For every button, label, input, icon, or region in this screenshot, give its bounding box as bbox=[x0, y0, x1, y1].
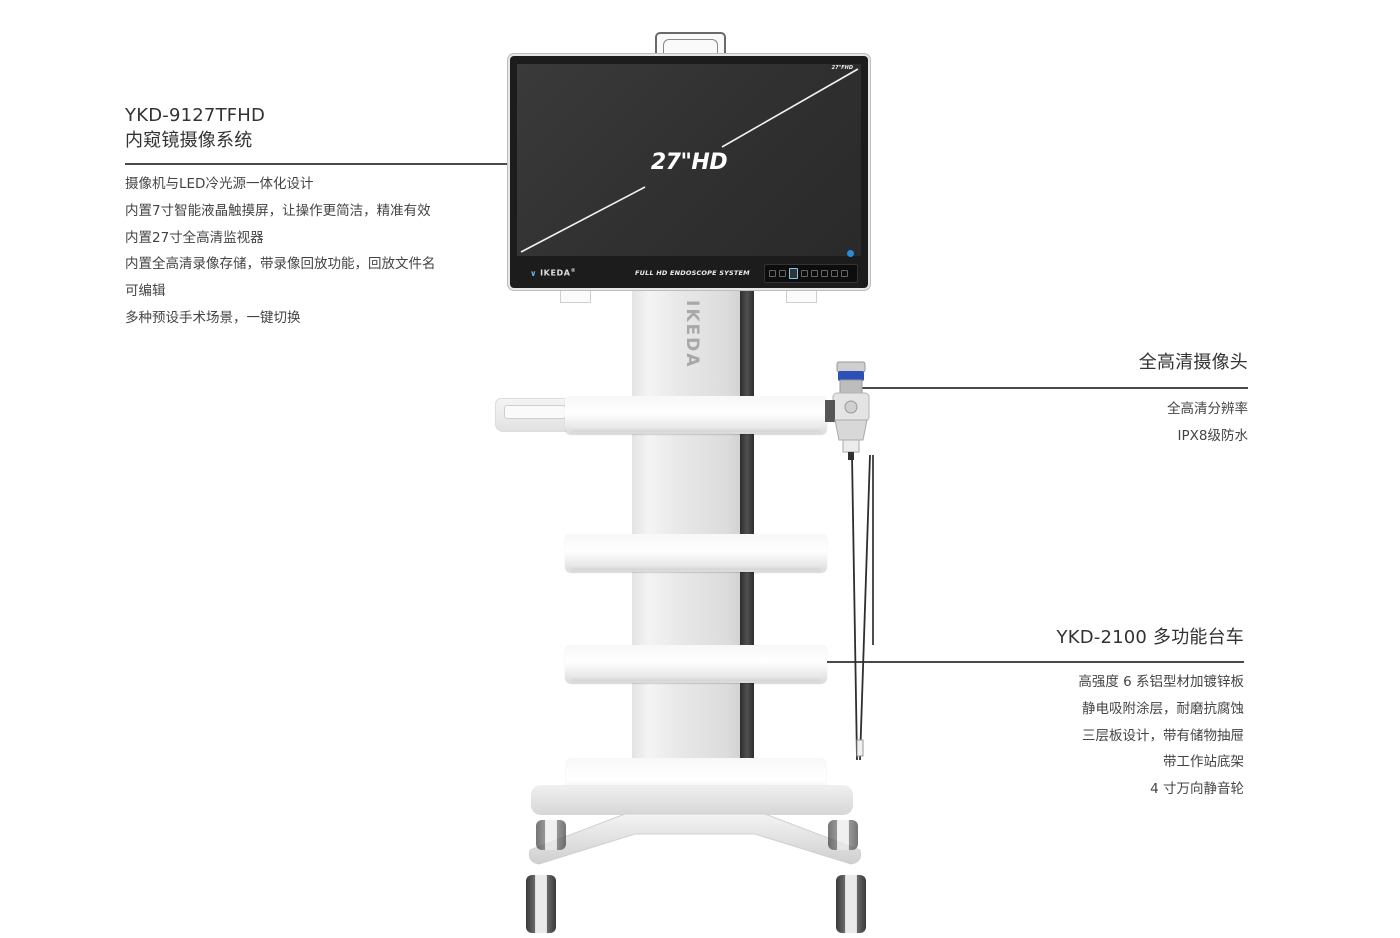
feature-item: 多种预设手术场景，一键切换 bbox=[125, 309, 301, 326]
monitor-screen: 27"HD 27"FHD bbox=[517, 64, 861, 256]
feature-item: 内置全高清录像存储，带录像回放功能，回放文件名 bbox=[125, 256, 436, 273]
shelf-second bbox=[565, 534, 827, 572]
monitor-model: YKD-9127TFHD bbox=[125, 105, 266, 126]
cart-feature-list: 高强度 6 系铝型材加镀锌板 静电吸附涂层，耐磨抗腐蚀 三层板设计，带有储物抽屉… bbox=[940, 669, 1244, 803]
control-button-icon bbox=[801, 270, 808, 277]
cart-base-legs-icon bbox=[528, 813, 862, 865]
monitor-system-name: 内窥镜摄像系统 bbox=[125, 130, 253, 151]
monitor-bezel: ∨IKEDA® FULL HD ENDOSCOPE SYSTEM bbox=[510, 250, 868, 288]
monitor-system-title: YKD-9127TFHD 内窥镜摄像系统 bbox=[125, 103, 265, 153]
camera-leader-line bbox=[855, 387, 1248, 389]
cart-base-plate bbox=[531, 785, 853, 815]
control-button-icon bbox=[831, 270, 838, 277]
camera-head-title: 全高清摄像头 bbox=[1000, 350, 1248, 375]
feature-item: IPX8级防水 bbox=[1177, 427, 1248, 444]
shelf-top bbox=[565, 396, 827, 434]
caster-wheel-rear-right bbox=[828, 820, 858, 850]
control-button-icon bbox=[841, 270, 848, 277]
control-panel bbox=[764, 264, 858, 283]
cart-column-rail bbox=[740, 290, 754, 765]
shelf-third bbox=[565, 645, 827, 683]
feature-item: 内置27寸全高清监视器 bbox=[125, 229, 264, 246]
ikeda-logo-icon: ∨ bbox=[530, 268, 538, 278]
monitor: 27"HD 27"FHD ∨IKEDA® FULL HD ENDOSCOPE S… bbox=[508, 54, 870, 290]
cart-column bbox=[632, 290, 744, 765]
control-button-icon bbox=[811, 270, 818, 277]
feature-item: 可编辑 bbox=[125, 283, 166, 300]
camera-head-name: 全高清摄像头 bbox=[1138, 352, 1248, 373]
cart-name: YKD-2100 多功能台车 bbox=[1056, 627, 1244, 648]
feature-item: 带工作站底架 bbox=[1163, 754, 1244, 771]
monitor-leader-line bbox=[125, 163, 577, 165]
info-icon bbox=[847, 250, 854, 257]
cart-leader-line bbox=[759, 661, 1244, 663]
feature-item: 高强度 6 系铝型材加镀锌板 bbox=[1078, 674, 1244, 690]
feature-item: 三层板设计，带有储物抽屉 bbox=[1082, 727, 1244, 744]
control-center-icon bbox=[789, 268, 798, 279]
feature-item: 内置7寸智能液晶触摸屏，让操作更简洁，精准有效 bbox=[125, 202, 431, 219]
column-brand-text: IKEDA bbox=[682, 300, 702, 369]
screen-diagonal-icon bbox=[520, 68, 859, 253]
feature-item: 4 寸万向静音轮 bbox=[1150, 781, 1244, 798]
caster-wheel-rear-left bbox=[536, 820, 566, 850]
feature-item: 摄像机与LED冷光源一体化设计 bbox=[125, 176, 314, 192]
cart-title: YKD-2100 多功能台车 bbox=[940, 625, 1244, 650]
feature-item: 全高清分辨率 bbox=[1167, 401, 1248, 417]
control-button-icon bbox=[769, 270, 776, 277]
monitor-mount-right bbox=[786, 291, 817, 303]
system-label: FULL HD ENDOSCOPE SYSTEM bbox=[635, 269, 750, 277]
monitor-mount-left bbox=[560, 291, 591, 303]
camera-head-icon bbox=[825, 361, 870, 460]
caster-wheel-front-left bbox=[526, 875, 556, 933]
monitor-feature-list: 摄像机与LED冷光源一体化设计 内置7寸智能液晶触摸屏，让操作更简洁，精准有效 … bbox=[125, 171, 436, 332]
camera-feature-list: 全高清分辨率 IPX8级防水 bbox=[1000, 396, 1248, 450]
control-button-icon bbox=[779, 270, 786, 277]
monitor-brand: ∨IKEDA® bbox=[530, 268, 577, 278]
screen-size-label: 27"HD bbox=[650, 150, 728, 175]
caster-wheel-front-right bbox=[836, 875, 866, 933]
screen-corner-label: 27"FHD bbox=[831, 65, 853, 71]
camera-cable-icon bbox=[851, 455, 874, 761]
control-button-icon bbox=[821, 270, 828, 277]
monitor-handle bbox=[655, 32, 726, 58]
side-tray bbox=[495, 398, 573, 432]
feature-item: 静电吸附涂层，耐磨抗腐蚀 bbox=[1082, 700, 1244, 717]
